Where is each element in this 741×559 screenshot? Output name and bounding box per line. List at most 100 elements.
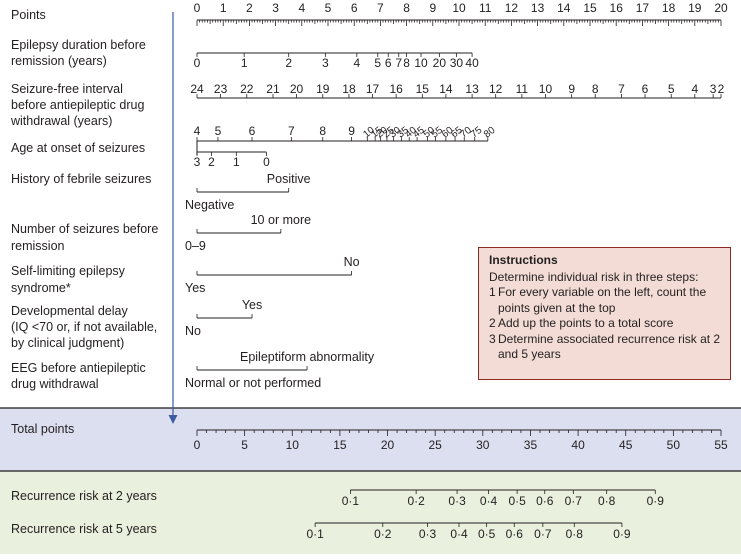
seizure-free-label: 18 (342, 82, 356, 96)
row-label-self_limiting: syndrome* (11, 281, 71, 295)
row-label-epilepsy_duration: remission (years) (11, 54, 107, 68)
points-tick-label: 14 (557, 1, 571, 15)
total-points-label: 45 (619, 438, 633, 452)
seizure-free-label: 12 (489, 82, 503, 96)
eeg-label: Epileptiform abnormality (240, 350, 375, 364)
row-label-age_at_onset: Age at onset of seizures (11, 141, 145, 155)
points-tick-label: 16 (610, 1, 624, 15)
seizure-free-label: 3 (710, 82, 717, 96)
self-limiting-syndrome-label: Yes (185, 281, 205, 295)
row-label-developmental_delay: (IQ <70 or, if not available, (11, 320, 157, 334)
seizure-free-label: 6 (642, 82, 649, 96)
step-text: Determine associated recurrence risk at … (498, 331, 721, 362)
epilepsy-duration-label: 1 (241, 56, 248, 70)
risk-2y-label: 0·8 (598, 494, 616, 508)
age-onset-lower-label: 3 (194, 155, 201, 169)
risk-2y-label: 0·7 (565, 494, 583, 508)
instructions-box: Instructions Determine individual risk i… (478, 247, 731, 380)
epilepsy-duration-label: 4 (353, 56, 360, 70)
epilepsy-duration-label: 5 (374, 56, 381, 70)
risk-5y-label: 0·6 (506, 527, 524, 541)
seizure-free-label: 2 (718, 82, 725, 96)
risk-2y-label: 0·5 (508, 494, 526, 508)
recurrence-risk-band (0, 471, 741, 554)
risk-5y-label: 0·7 (534, 527, 552, 541)
row-label-eeg: EEG before antiepileptic (11, 361, 146, 375)
total-points-label: 40 (571, 438, 585, 452)
step-text: Add up the points to a total score (498, 316, 674, 330)
seizure-free-label: 7 (618, 82, 625, 96)
points-tick-label: 6 (351, 1, 358, 15)
step-number: 1 (489, 285, 496, 299)
instruction-step: 3 Determine associated recurrence risk a… (489, 332, 722, 363)
epilepsy-duration-label: 40 (465, 56, 479, 70)
self-limiting-syndrome-label: No (344, 255, 360, 269)
age-onset-label: 80 (482, 125, 498, 141)
row-label-risk_2y: Recurrence risk at 2 years (11, 489, 157, 503)
seizure-free-label: 11 (516, 82, 529, 96)
instructions-title: Instructions (489, 253, 558, 267)
epilepsy-duration-label: 8 (403, 56, 410, 70)
total-points-band (0, 408, 741, 471)
row-label-developmental_delay: Developmental delay (11, 304, 128, 318)
seizure-free-label: 17 (366, 82, 380, 96)
total-points-label: 20 (381, 438, 395, 452)
total-points-label: 25 (429, 438, 443, 452)
row-label-eeg: drug withdrawal (11, 377, 99, 391)
points-tick-label: 4 (298, 1, 305, 15)
febrile-seizures-label: Negative (185, 198, 234, 212)
row-label-number_of_seizures: Number of seizures before (11, 222, 158, 236)
seizure-free-label: 4 (691, 82, 698, 96)
age-onset-label: 8 (319, 124, 326, 138)
seizure-free-label: 13 (465, 82, 479, 96)
epilepsy-duration-label: 3 (322, 56, 329, 70)
guide-arrow (168, 12, 178, 424)
risk-2y-label: 0·4 (480, 494, 498, 508)
age-onset-label: 6 (249, 124, 256, 138)
seizure-free-label: 16 (389, 82, 403, 96)
points-tick-label: 13 (531, 1, 545, 15)
total-points-label: 30 (476, 438, 490, 452)
number-of-seizures-label: 0–9 (185, 239, 206, 253)
row-label-seizure_free_interval: Seizure-free interval (11, 82, 123, 96)
points-tick-label: 19 (688, 1, 702, 15)
row-label-risk_5y: Recurrence risk at 5 years (11, 522, 157, 536)
seizure-free-label: 5 (668, 82, 675, 96)
total-points-label: 35 (524, 438, 538, 452)
risk-5y-label: 0·4 (450, 527, 468, 541)
risk-5y-label: 0·2 (374, 527, 392, 541)
instructions-intro: Determine individual risk in three steps… (489, 269, 699, 284)
developmental-delay-label: No (185, 324, 201, 338)
points-tick-label: 5 (325, 1, 332, 15)
total-points-label: 10 (286, 438, 300, 452)
total-points-label: 0 (194, 438, 201, 452)
seizure-free-label: 23 (214, 82, 228, 96)
points-tick-label: 1 (220, 1, 227, 15)
febrile-seizures-label: Positive (267, 172, 311, 186)
eeg-label: Normal or not performed (185, 376, 321, 390)
total-points-label: 5 (241, 438, 248, 452)
points-tick-label: 3 (272, 1, 279, 15)
age-onset-lower-label: 0 (263, 155, 270, 169)
row-label-seizure_free_interval: before antiepileptic drug (11, 98, 144, 112)
epilepsy-duration-label: 7 (395, 56, 402, 70)
instruction-step: 2 Add up the points to a total score (489, 316, 722, 332)
number-of-seizures-label: 10 or more (251, 213, 311, 227)
step-number: 2 (489, 316, 496, 330)
epilepsy-duration-label: 6 (385, 56, 392, 70)
total-points-label: 50 (667, 438, 681, 452)
step-number: 3 (489, 331, 496, 346)
risk-5y-label: 0·5 (478, 527, 496, 541)
risk-2y-label: 0·2 (407, 494, 425, 508)
seizure-free-label: 21 (266, 82, 280, 96)
developmental-delay-label: Yes (242, 298, 262, 312)
points-tick-label: 11 (479, 1, 492, 15)
seizure-free-label: 10 (539, 82, 553, 96)
risk-2y-label: 0·6 (536, 494, 554, 508)
row-label-total_points: Total points (11, 422, 74, 436)
epilepsy-duration-label: 30 (450, 56, 464, 70)
risk-5y-label: 0·9 (613, 527, 631, 541)
